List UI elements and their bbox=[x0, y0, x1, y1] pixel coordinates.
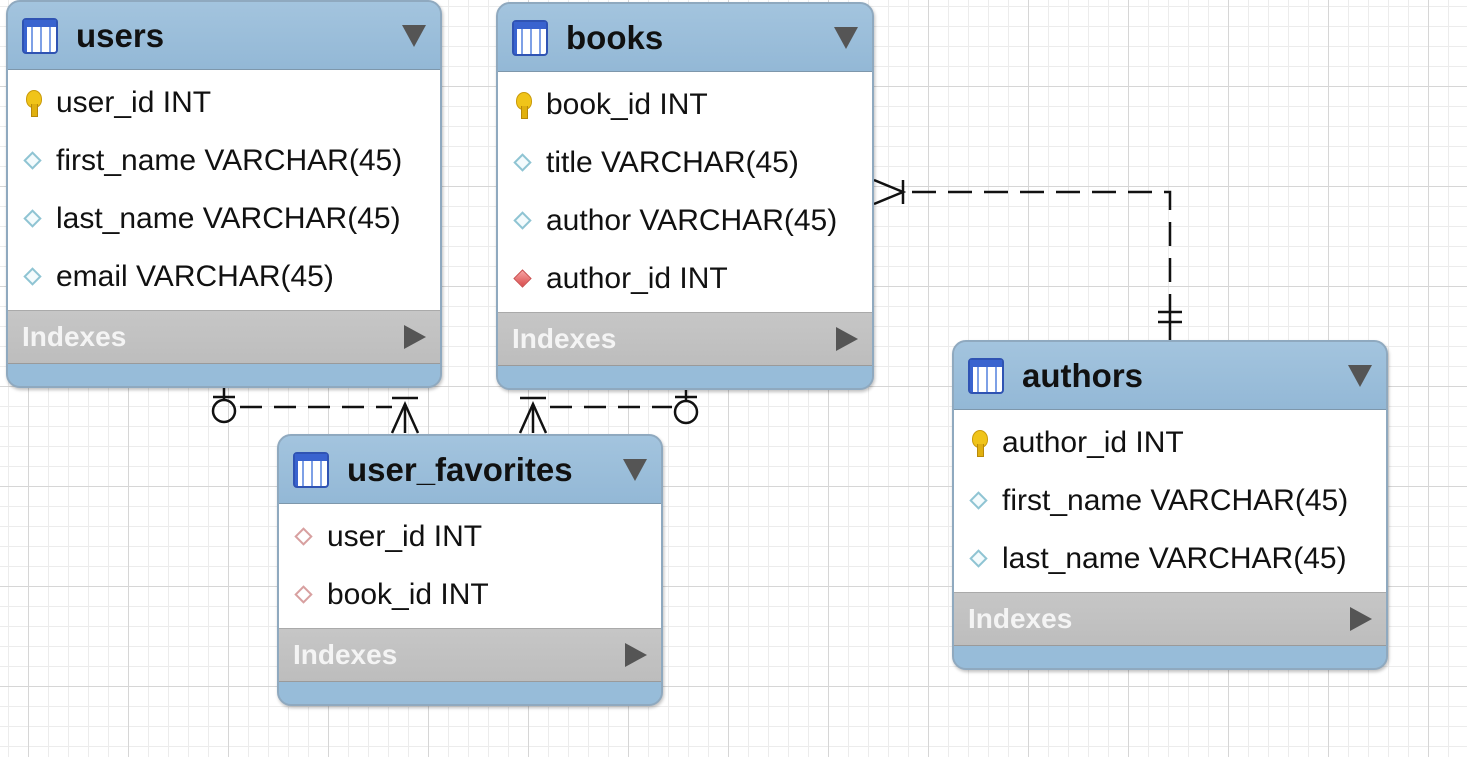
indexes-section[interactable]: Indexes bbox=[498, 312, 872, 366]
indexes-section[interactable]: Indexes bbox=[279, 628, 661, 682]
indexes-label: Indexes bbox=[968, 603, 1073, 634]
column-name: author_id INT bbox=[1002, 426, 1184, 459]
table-authors-header[interactable]: authors bbox=[954, 342, 1386, 410]
expand-triangle-icon[interactable] bbox=[836, 327, 858, 351]
column-row[interactable]: first_name VARCHAR(45) bbox=[954, 472, 1386, 530]
column-name: last_name VARCHAR(45) bbox=[56, 202, 401, 235]
column-name: author_id INT bbox=[546, 262, 728, 295]
column-row[interactable]: book_id INT bbox=[498, 76, 872, 134]
column-name: first_name VARCHAR(45) bbox=[1002, 484, 1349, 517]
table-users[interactable]: users user_id INT first_name VARCHAR(45)… bbox=[6, 0, 442, 388]
column-name: author VARCHAR(45) bbox=[546, 204, 838, 237]
table-name: books bbox=[566, 18, 664, 56]
table-footer bbox=[279, 682, 661, 704]
indexes-label: Indexes bbox=[22, 321, 127, 352]
column-row[interactable]: author VARCHAR(45) bbox=[498, 192, 872, 250]
foreign-key-outline-diamond-icon bbox=[293, 580, 315, 610]
column-name: book_id INT bbox=[546, 88, 708, 121]
column-row[interactable]: user_id INT bbox=[8, 74, 440, 132]
attribute-diamond-icon bbox=[22, 204, 44, 234]
column-row[interactable]: user_id INT bbox=[279, 508, 661, 566]
column-row[interactable]: title VARCHAR(45) bbox=[498, 134, 872, 192]
indexes-label: Indexes bbox=[512, 323, 617, 354]
indexes-section[interactable]: Indexes bbox=[954, 592, 1386, 646]
primary-key-icon bbox=[22, 88, 44, 118]
expand-triangle-icon[interactable] bbox=[625, 643, 647, 667]
column-name: user_id INT bbox=[327, 520, 483, 553]
expand-triangle-icon[interactable] bbox=[404, 325, 426, 349]
collapse-triangle-icon[interactable] bbox=[402, 24, 426, 47]
column-name: email VARCHAR(45) bbox=[56, 260, 334, 293]
column-row[interactable]: author_id INT bbox=[498, 250, 872, 308]
table-footer bbox=[954, 646, 1386, 668]
attribute-diamond-icon bbox=[22, 262, 44, 292]
attribute-diamond-icon bbox=[512, 148, 534, 178]
attribute-diamond-icon bbox=[968, 544, 990, 574]
collapse-triangle-icon[interactable] bbox=[623, 458, 647, 481]
table-icon bbox=[968, 357, 1004, 394]
table-books[interactable]: books book_id INT title VARCHAR(45) auth… bbox=[496, 2, 874, 390]
column-name: first_name VARCHAR(45) bbox=[56, 144, 403, 177]
column-row[interactable]: author_id INT bbox=[954, 414, 1386, 472]
zero-marker-books bbox=[673, 399, 699, 425]
table-user-favorites[interactable]: user_favorites user_id INT book_id INT I… bbox=[277, 434, 663, 706]
column-row[interactable]: last_name VARCHAR(45) bbox=[8, 190, 440, 248]
indexes-label: Indexes bbox=[293, 639, 398, 670]
primary-key-icon bbox=[968, 428, 990, 458]
table-footer bbox=[8, 364, 440, 386]
table-authors-columns: author_id INT first_name VARCHAR(45) las… bbox=[954, 410, 1386, 592]
crowfoot-books bbox=[873, 178, 907, 206]
column-name: book_id INT bbox=[327, 578, 489, 611]
table-name: authors bbox=[1022, 356, 1144, 394]
relationship-authors-books-line[interactable] bbox=[912, 190, 1172, 300]
table-user-favorites-header[interactable]: user_favorites bbox=[279, 436, 661, 504]
column-row[interactable]: first_name VARCHAR(45) bbox=[8, 132, 440, 190]
table-users-columns: user_id INT first_name VARCHAR(45) last_… bbox=[8, 70, 440, 310]
expand-triangle-icon[interactable] bbox=[1350, 607, 1372, 631]
indexes-section[interactable]: Indexes bbox=[8, 310, 440, 364]
column-name: title VARCHAR(45) bbox=[546, 146, 799, 179]
attribute-diamond-icon bbox=[512, 206, 534, 236]
table-name: users bbox=[76, 16, 165, 54]
column-name: last_name VARCHAR(45) bbox=[1002, 542, 1347, 575]
table-books-header[interactable]: books bbox=[498, 4, 872, 72]
table-users-header[interactable]: users bbox=[8, 2, 440, 70]
column-name: user_id INT bbox=[56, 86, 212, 119]
table-icon bbox=[22, 17, 58, 54]
column-row[interactable]: last_name VARCHAR(45) bbox=[954, 530, 1386, 588]
attribute-diamond-icon bbox=[968, 486, 990, 516]
table-user-favorites-columns: user_id INT book_id INT bbox=[279, 504, 661, 628]
table-name: user_favorites bbox=[347, 450, 573, 488]
table-books-columns: book_id INT title VARCHAR(45) author VAR… bbox=[498, 72, 872, 312]
table-authors[interactable]: authors author_id INT first_name VARCHAR… bbox=[952, 340, 1388, 670]
collapse-triangle-icon[interactable] bbox=[834, 26, 858, 49]
table-icon bbox=[293, 451, 329, 488]
attribute-diamond-icon bbox=[22, 146, 44, 176]
zero-marker-users bbox=[211, 398, 237, 424]
column-row[interactable]: book_id INT bbox=[279, 566, 661, 624]
collapse-triangle-icon[interactable] bbox=[1348, 364, 1372, 387]
column-row[interactable]: email VARCHAR(45) bbox=[8, 248, 440, 306]
primary-key-icon bbox=[512, 90, 534, 120]
foreign-key-outline-diamond-icon bbox=[293, 522, 315, 552]
table-icon bbox=[512, 19, 548, 56]
table-footer bbox=[498, 366, 872, 388]
foreign-key-diamond-icon bbox=[512, 264, 534, 294]
